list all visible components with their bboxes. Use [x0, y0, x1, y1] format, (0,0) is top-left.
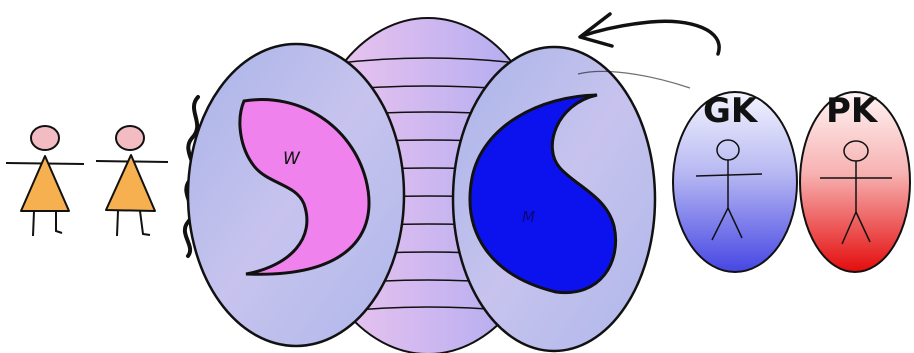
w-ellipse: W: [188, 44, 404, 346]
woman-figure-icon: [6, 126, 84, 236]
m-label: M: [522, 208, 535, 226]
woman-figure-icon: [96, 126, 168, 236]
pk-label: PK: [826, 91, 879, 131]
gk-label: GK: [703, 91, 759, 131]
m-ellipse: M: [453, 47, 655, 351]
w-label: W: [283, 149, 301, 169]
pk-oval: PK: [800, 91, 910, 272]
gk-oval: GK: [673, 91, 797, 272]
